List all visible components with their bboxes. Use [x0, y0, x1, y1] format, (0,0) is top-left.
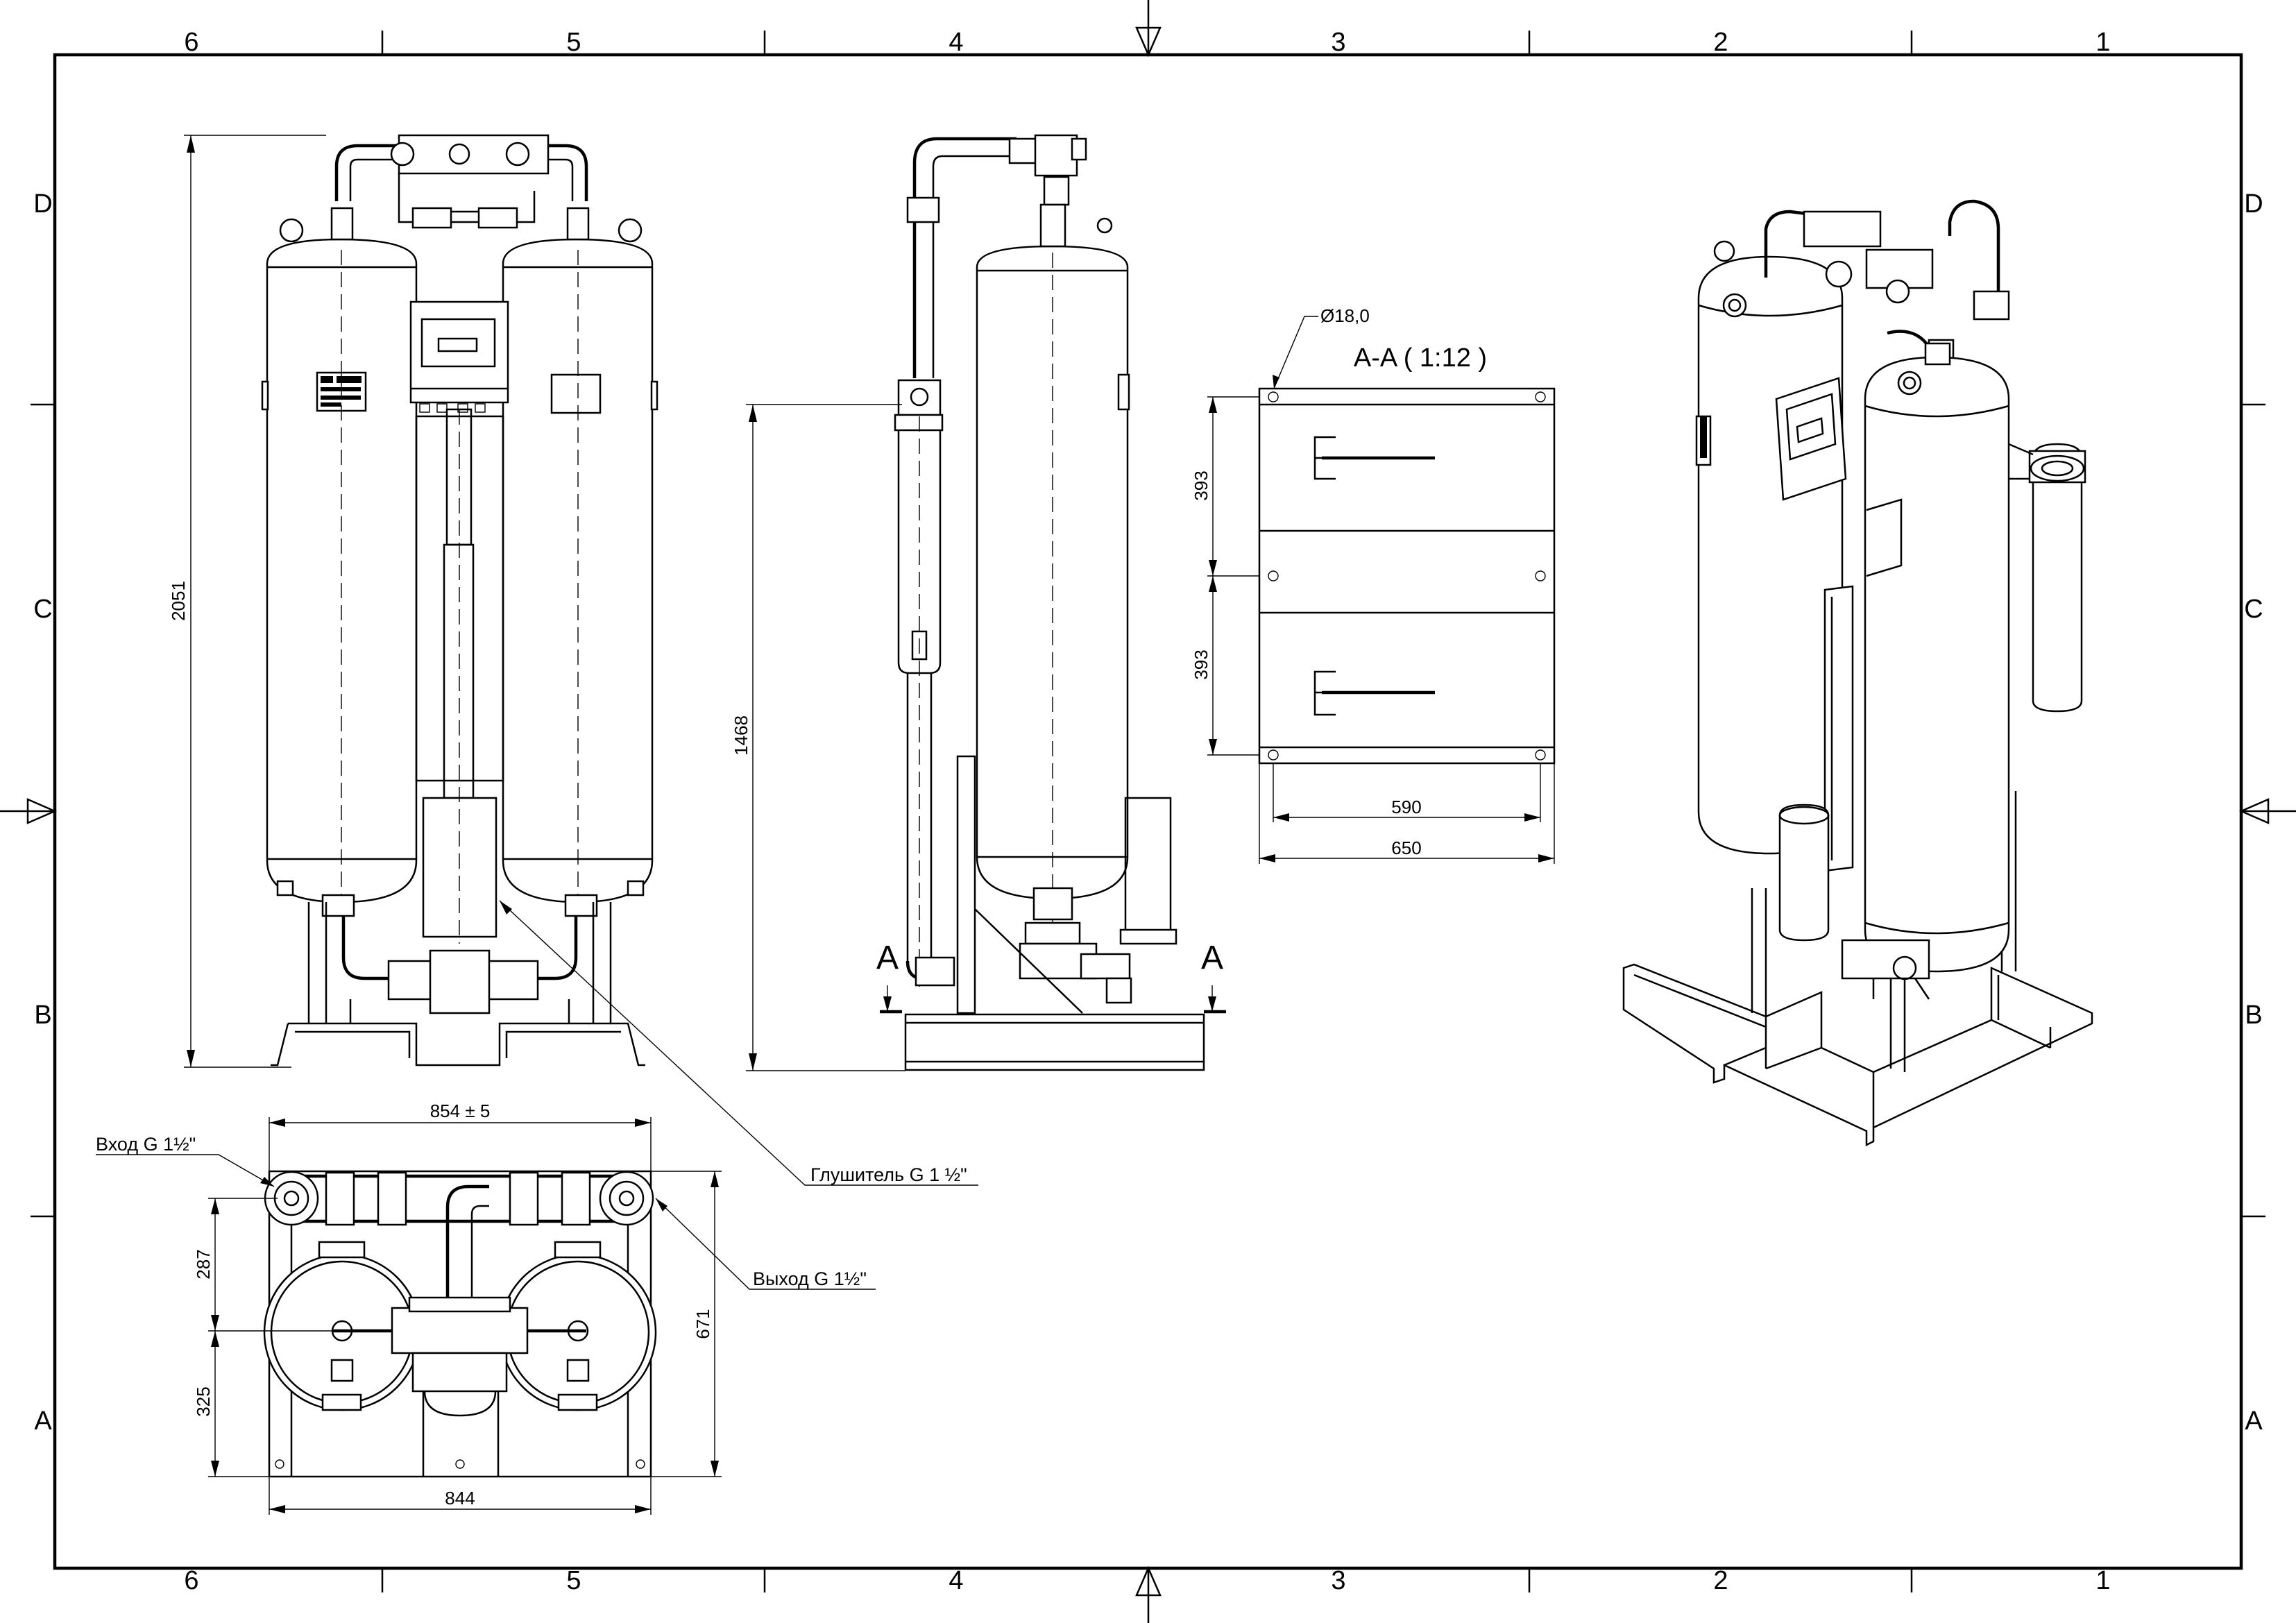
- zone-row-d-right: D: [2244, 189, 2263, 219]
- section-a-a: A-A ( 1:12 ) Ø18,0 393 393: [1191, 305, 1556, 864]
- depth-dim-325: 325: [193, 1386, 214, 1416]
- zone-labels-left: D C B A: [33, 189, 52, 1436]
- zone-row-c: C: [33, 595, 52, 624]
- side-height-dimension: 1468: [731, 404, 905, 1071]
- side-view: A A: [876, 134, 1226, 1071]
- zone-col-4: 4: [949, 28, 963, 57]
- bottom-width-dim: 844: [445, 1488, 475, 1509]
- zone-row-b-right: B: [2245, 1001, 2262, 1030]
- zone-col-5: 5: [566, 28, 581, 57]
- section-title: A-A ( 1:12 ): [1354, 343, 1487, 373]
- zone-labels-top: 6 5 4 3 2 1: [184, 28, 2110, 57]
- inlet-callout: Вход G 1½": [96, 1134, 196, 1155]
- zone-col-3-bottom: 3: [1331, 1566, 1345, 1595]
- iso-rear-tank: [1695, 240, 1844, 855]
- front-height-value: 2051: [168, 581, 189, 621]
- zone-col-5-bottom: 5: [566, 1566, 581, 1595]
- zone-col-6: 6: [184, 28, 198, 57]
- depth-dim-287: 287: [193, 1249, 214, 1279]
- section-mark-left: A: [876, 940, 899, 976]
- zone-col-2-bottom: 2: [1713, 1566, 1728, 1595]
- front-view: [261, 134, 658, 1067]
- side-height-value: 1468: [731, 715, 751, 756]
- top-center-valve: [391, 1307, 529, 1354]
- right-tank: [502, 207, 658, 917]
- hole-diameter-label: Ø18,0: [1320, 305, 1370, 326]
- zone-col-1: 1: [2095, 28, 2110, 57]
- section-dim-upper: 393: [1191, 470, 1211, 500]
- zone-labels-bottom: 6 5 4 3 2 1: [184, 1566, 2110, 1595]
- top-width-dim: 854 ± 5: [430, 1101, 491, 1121]
- zone-row-a: A: [34, 1407, 52, 1436]
- isometric-view: [1622, 199, 2093, 1147]
- left-pressure-gauge: [390, 142, 415, 167]
- right-tank-window: [550, 373, 602, 414]
- zone-col-1-bottom: 1: [2095, 1566, 2110, 1595]
- iso-controller: [1700, 377, 1847, 501]
- iso-top-valve: [1803, 210, 1882, 248]
- left-tank: [261, 207, 418, 917]
- side-tank: [976, 203, 1130, 971]
- section-dim-590: 590: [1391, 797, 1421, 817]
- left-tank-nameplate: [316, 371, 367, 412]
- zone-col-6-bottom: 6: [184, 1566, 198, 1595]
- zone-col-4-bottom: 4: [949, 1566, 963, 1595]
- depth-dim-671: 671: [692, 1309, 713, 1339]
- top-view: 854 ± 5 844 671 287 325: [193, 1101, 722, 1515]
- section-dim-lower: 393: [1191, 649, 1211, 679]
- front-controller: [409, 300, 509, 404]
- front-height-dimension: 2051: [168, 135, 326, 1068]
- iso-front-tank: [1864, 342, 2010, 973]
- section-mark-right: A: [1201, 940, 1223, 976]
- section-dim-650: 650: [1391, 838, 1421, 858]
- right-pressure-gauge: [505, 142, 530, 167]
- base-plate-outline: [1258, 387, 1556, 765]
- side-valve: [1034, 134, 1078, 177]
- silencer-callout: Глушитель G 1 ½": [810, 1164, 967, 1185]
- outlet-callout: Выход G 1½": [753, 1268, 867, 1289]
- zone-col-3: 3: [1331, 28, 1345, 57]
- zone-col-2: 2: [1713, 28, 1728, 57]
- iso-side-filter: [2008, 443, 2086, 713]
- callouts: Вход G 1½" Выход G 1½" Глушитель G 1 ½": [96, 900, 978, 1290]
- zone-row-a-right: A: [2245, 1407, 2263, 1436]
- zone-row-b: B: [34, 1001, 51, 1030]
- outlet-fitting: [599, 1171, 654, 1226]
- zone-labels-right: D C B A: [2244, 189, 2263, 1436]
- zone-row-d: D: [33, 189, 52, 219]
- zone-row-c-right: C: [2244, 595, 2263, 624]
